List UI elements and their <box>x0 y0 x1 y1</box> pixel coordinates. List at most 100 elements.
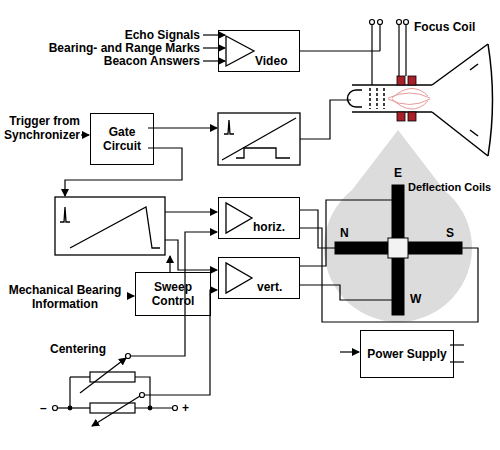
crt-tube-part <box>470 64 478 70</box>
crt-terminals-part <box>398 25 399 76</box>
centering-potentiometer <box>53 232 218 426</box>
centering-potentiometer-part <box>135 407 172 408</box>
signal-wire-part <box>203 34 225 35</box>
terminal-sign: – <box>40 401 47 415</box>
centering-potentiometer-part <box>148 406 152 410</box>
terminal-sign: + <box>182 401 189 415</box>
crt-terminals-part <box>371 25 372 85</box>
centering-potentiometer-part <box>131 232 217 356</box>
crt-tube-part <box>470 130 478 136</box>
signal-wire-part <box>300 100 351 139</box>
crt-tube-part <box>383 88 385 109</box>
crt-tube-part <box>352 111 432 113</box>
amplifier-symbol-part <box>226 263 252 293</box>
signal-wire-part <box>300 200 392 266</box>
signal-wire-part <box>81 134 89 135</box>
input-signal: Bearing- and Range Marks <box>49 41 200 55</box>
centering-potentiometer-part <box>135 377 150 408</box>
signal-wire-part <box>165 211 217 212</box>
video-amplifier: Video <box>218 30 300 72</box>
input-signal: Trigger from Synchronizer <box>2 114 80 142</box>
centering-potentiometer-part <box>92 396 140 426</box>
pulse-generator-part <box>222 118 296 160</box>
focus-coil <box>397 76 416 121</box>
coil-letter: E <box>394 166 402 180</box>
sweep-control-box: Sweep Control <box>135 272 211 316</box>
centering-potentiometer-part <box>58 407 90 408</box>
centering-potentiometer-part <box>68 406 72 410</box>
electron-beam-part <box>392 88 428 98</box>
signal-wire-part <box>128 295 134 296</box>
control-name: Centering <box>50 342 106 356</box>
crt-terminals <box>370 20 409 86</box>
crt-terminals-part <box>405 25 406 76</box>
sweep-generator-part <box>55 197 165 255</box>
crt-tube-part <box>488 44 493 156</box>
centering-potentiometer-part <box>53 406 58 411</box>
crt-tube-part <box>348 90 363 107</box>
centering-potentiometer-part <box>69 377 70 408</box>
centering-potentiometer-part <box>90 403 135 413</box>
signal-wire-part <box>148 127 217 128</box>
electron-beam-part <box>388 99 430 105</box>
crt-tube-part <box>369 88 371 109</box>
deflection-coils-part <box>388 238 408 258</box>
focus-coil-part <box>408 112 416 121</box>
pulse-generator-part <box>236 148 290 158</box>
coil-name: Deflection Coils <box>408 180 491 194</box>
signal-wire-part <box>300 228 478 322</box>
focus-coil-part <box>397 112 405 121</box>
crt-terminals-part <box>379 25 380 51</box>
focus-coil-part <box>397 76 405 85</box>
box-text: Gate Circuit <box>91 125 153 153</box>
sweep-generator <box>55 197 165 255</box>
centering-potentiometer-part <box>80 358 126 393</box>
signal-wire-part <box>65 148 182 196</box>
signal-wire-part <box>300 285 392 300</box>
signal-wire-part <box>165 240 217 270</box>
electron-beam-part <box>392 99 428 109</box>
input-signal: Mechanical Bearing Information <box>3 283 127 311</box>
signal-wire-part <box>203 47 225 48</box>
crt-tube-part <box>376 88 378 109</box>
crt-terminals-part <box>397 20 402 25</box>
coil-name: Focus Coil <box>414 20 494 34</box>
signal-wire-part <box>169 256 170 272</box>
box-text: vert. <box>257 280 282 294</box>
box-text: horiz. <box>253 220 285 234</box>
input-signal: Echo Signals <box>125 28 200 42</box>
signal-wire-part <box>300 50 380 51</box>
signal-wire-part <box>340 351 359 352</box>
deflection-coils <box>335 185 462 315</box>
pulse-generator-part <box>218 113 300 165</box>
signal-wire-part <box>450 344 464 345</box>
sweep-generator-part <box>70 207 160 248</box>
deflection-coils-part <box>335 242 388 254</box>
crt-tube-part <box>432 44 488 85</box>
signal-wire-part <box>203 60 225 61</box>
box-text: Video <box>255 54 287 68</box>
input-signal: Beacon Answers <box>104 54 200 68</box>
coil-letter: S <box>446 226 454 240</box>
horizontal-amplifier: horiz. <box>218 197 300 239</box>
deflection-field <box>324 130 472 322</box>
crt-terminals-part <box>404 20 409 25</box>
power-supply-box: Power Supply <box>360 330 454 378</box>
centering-potentiometer-part <box>126 354 131 359</box>
deflection-field-part <box>324 130 472 322</box>
amplifier-symbol-part <box>226 203 252 233</box>
deflection-coils-part <box>392 258 404 315</box>
centering-potentiometer-part <box>173 406 178 411</box>
box-text: Sweep Control <box>136 280 210 308</box>
crt-tube <box>348 44 493 156</box>
sweep-generator-part <box>60 207 70 222</box>
signal-wire <box>65 35 478 362</box>
amplifier-symbol-part <box>226 36 254 66</box>
crt-tube-part <box>432 112 488 156</box>
crt-terminals-part <box>378 20 383 25</box>
electron-beam <box>388 88 430 109</box>
crt-terminals-part <box>370 20 375 25</box>
